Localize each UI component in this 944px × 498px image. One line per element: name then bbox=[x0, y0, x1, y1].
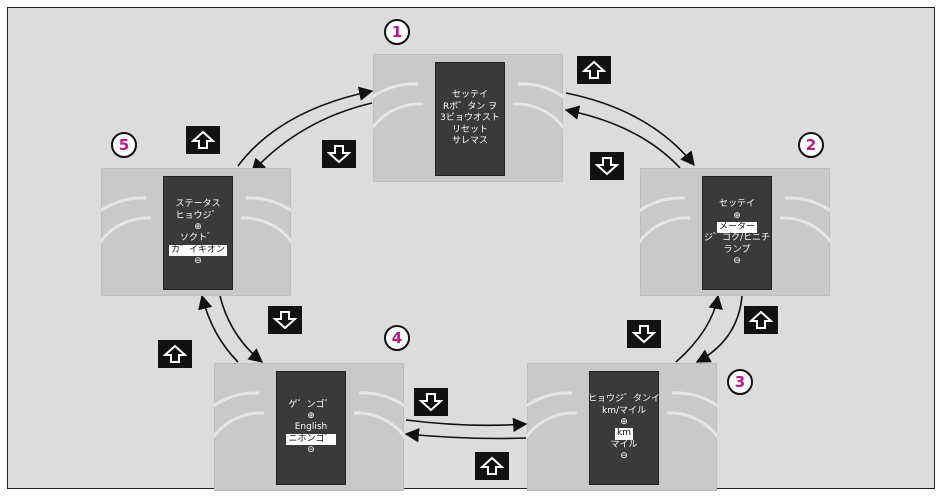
display-line: Rボ゛タン ヲ bbox=[442, 101, 498, 112]
down-arrow-icon bbox=[632, 325, 656, 344]
display-screen: ステータスヒョウジ゛⊕ソクト゛カ゛イキオン⊖ bbox=[163, 176, 233, 290]
display-line: ⊖ bbox=[620, 451, 628, 461]
step-number-4: 4 bbox=[384, 325, 410, 351]
display-line: ⊖ bbox=[194, 256, 202, 266]
up-arrow-icon bbox=[480, 456, 504, 475]
up-arrow-icon bbox=[191, 130, 215, 149]
display-line: ⊕ bbox=[307, 411, 315, 422]
down-arrow-icon bbox=[595, 157, 619, 176]
down-button bbox=[268, 306, 302, 334]
display-line: ⊕ bbox=[194, 222, 202, 232]
display-line: ⊕ bbox=[620, 417, 628, 427]
display-line: ⊖ bbox=[733, 256, 741, 266]
display-line: 3ビョウオスト bbox=[440, 113, 500, 124]
display-line: English bbox=[294, 422, 328, 433]
down-button bbox=[627, 320, 661, 348]
up-arrow-icon bbox=[749, 310, 773, 329]
display-line: ⊖ bbox=[307, 445, 315, 456]
display-screen: セッテイ⊕メータージ゛コク/ヒニチランプ⊖ bbox=[702, 176, 772, 290]
down-button bbox=[590, 152, 624, 180]
selected-option: カ゛イキオン bbox=[168, 244, 227, 256]
display-line: km/マイル bbox=[601, 405, 646, 416]
step-2-panel: セッテイ⊕メータージ゛コク/ヒニチランプ⊖ bbox=[640, 168, 830, 296]
down-arrow-icon bbox=[273, 311, 297, 330]
down-button bbox=[414, 388, 448, 416]
up-button bbox=[186, 126, 220, 154]
display-line: ソクト゛ bbox=[179, 233, 216, 243]
display-line: リセット bbox=[451, 124, 488, 135]
gauge-decoration bbox=[640, 196, 830, 244]
step-number-2: 2 bbox=[798, 132, 824, 158]
display-line: ステータス bbox=[175, 199, 221, 209]
gauge-decoration bbox=[101, 196, 291, 244]
display-line: ジ゛コク/ヒニチ bbox=[703, 233, 771, 243]
up-button bbox=[158, 340, 192, 368]
down-button bbox=[322, 140, 356, 168]
up-arrow-icon bbox=[163, 344, 187, 363]
display-line: セッテイ bbox=[451, 90, 488, 101]
up-button bbox=[577, 56, 611, 84]
step-number-3: 3 bbox=[727, 369, 753, 395]
down-arrow-icon bbox=[327, 145, 351, 164]
up-button bbox=[744, 306, 778, 334]
display-line: ⊕ bbox=[733, 210, 741, 221]
gauge-decoration bbox=[527, 391, 717, 439]
display-line: ゲ゛ンゴ゛ bbox=[288, 399, 334, 410]
step-5-panel: ステータスヒョウジ゛⊕ソクト゛カ゛イキオン⊖ bbox=[101, 168, 291, 296]
display-line: マイル bbox=[610, 439, 638, 450]
selected-option: km bbox=[615, 428, 633, 440]
up-button bbox=[475, 452, 509, 480]
selected-option: メーター bbox=[716, 221, 757, 233]
display-line: ヒョウジ゛ bbox=[175, 210, 221, 221]
gauge-decoration bbox=[373, 82, 563, 130]
gauge-decoration bbox=[214, 391, 404, 439]
display-line: ランプ bbox=[723, 244, 751, 255]
display-line: ヒョウジ゛タンイ bbox=[588, 394, 661, 404]
up-arrow-icon bbox=[582, 60, 606, 79]
down-arrow-icon bbox=[419, 393, 443, 412]
display-line: セッテイ bbox=[718, 199, 755, 209]
display-line: サレマス bbox=[451, 136, 488, 147]
step-number-1: 1 bbox=[384, 19, 410, 45]
step-number-5: 5 bbox=[111, 132, 137, 158]
selected-option: ニホンゴ゛ bbox=[286, 433, 336, 446]
